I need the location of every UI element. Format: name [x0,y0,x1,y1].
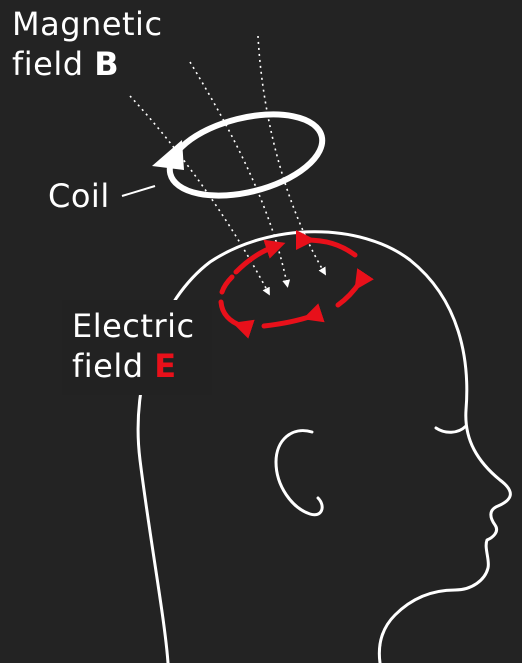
electric-arc [221,302,242,326]
eye-icon [436,426,466,432]
dashed-loop-arrow-icon [221,240,360,326]
electric-field-symbol: E [154,347,176,385]
magnetic-field-line2: field B [12,44,163,84]
ear-icon [276,431,322,515]
electric-arc [306,240,355,255]
electric-field-word: field [72,347,144,385]
magnetic-field-symbol: B [94,45,119,83]
magnetic-field-label: Magnetic field B [12,4,163,84]
coil-label: Coil [48,176,110,216]
coil-pointer [122,186,155,196]
electric-arc [338,282,360,305]
electric-field-label: Electric field E [72,306,195,386]
electric-field-line2: field E [72,346,195,386]
magnetic-field-line1: Magnetic [12,4,163,44]
head-profile-icon [138,232,510,663]
electric-arc [222,277,232,292]
magnetic-field-word: field [12,45,84,83]
coil-loop-icon [152,100,331,210]
electric-arc [236,246,276,272]
electric-field-line1: Electric [72,306,195,346]
field-line [190,62,287,284]
electric-arc [264,316,312,326]
